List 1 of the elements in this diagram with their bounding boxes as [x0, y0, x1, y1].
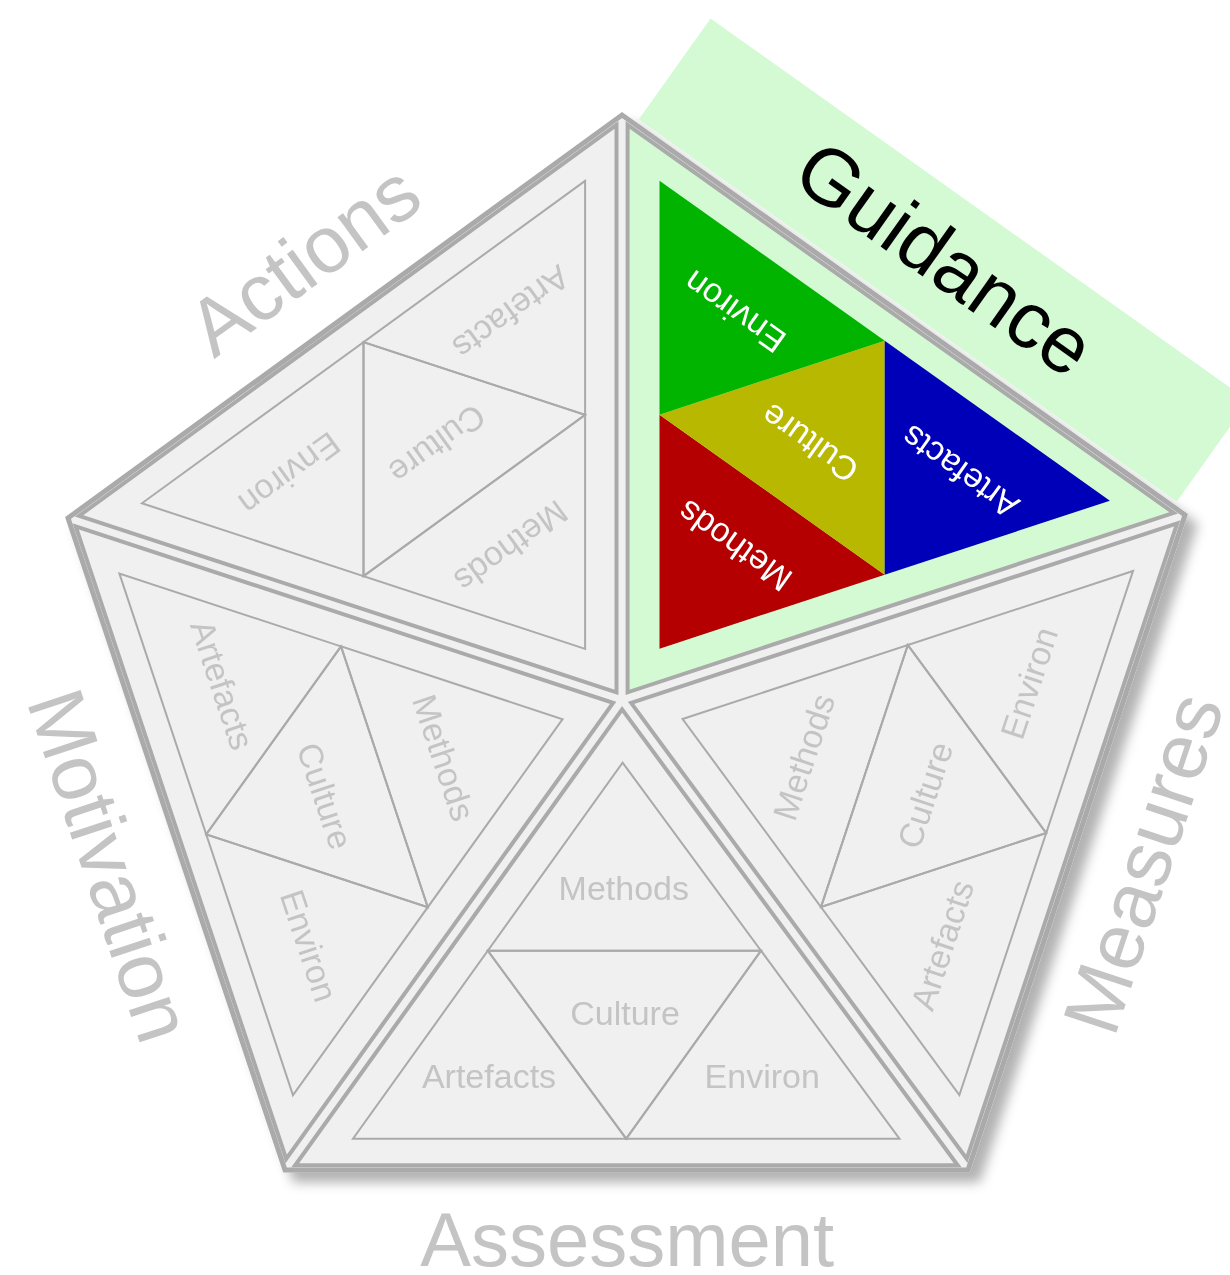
segment-heading: Assessment	[420, 1197, 835, 1275]
